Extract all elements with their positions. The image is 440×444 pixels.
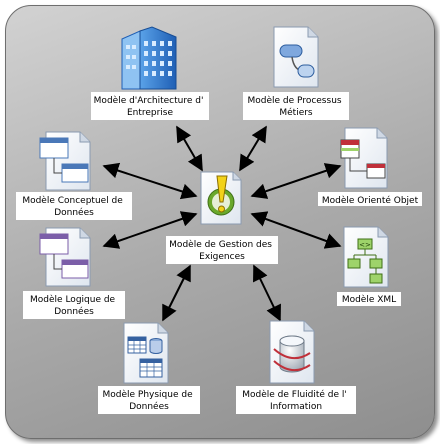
label-box xyxy=(337,292,401,306)
label-box xyxy=(166,236,278,264)
node-label: Modèle Orienté Objet xyxy=(322,195,419,206)
label-box xyxy=(23,291,125,319)
label-box xyxy=(243,92,349,120)
node-label: Modèle de Gestion des Exigences xyxy=(169,239,275,262)
data-flow-cylinder-icon xyxy=(269,320,315,384)
label-box xyxy=(318,192,422,206)
node-label: Modèle de Fluidité de l' Information xyxy=(242,389,350,412)
connector-enterprise xyxy=(176,125,203,172)
label-box xyxy=(91,92,209,120)
svg-text:<>: <> xyxy=(359,241,371,249)
xml-model-node[interactable]: <> Modèle XML xyxy=(337,226,401,306)
node-label: Modèle Physique de Données xyxy=(102,389,195,412)
requirements-model-node[interactable]: Modèle de Gestion des Exigences xyxy=(166,171,278,264)
object-oriented-model-node[interactable]: Modèle Orienté Objet xyxy=(318,127,422,206)
node-label: Modèle d'Architecture d' Entreprise xyxy=(94,95,207,118)
connectors xyxy=(102,125,342,322)
node-label: Modèle Logique de Données xyxy=(30,294,118,317)
enterprise-architecture-model-node[interactable]: Modèle d'Architecture d' Entreprise xyxy=(91,26,209,120)
node-label: Modèle de Processus Métiers xyxy=(248,95,345,118)
business-process-model-node[interactable]: Modèle de Processus Métiers xyxy=(243,26,349,120)
connector-logical xyxy=(102,211,198,249)
logical-data-model-node[interactable]: Modèle Logique de Données xyxy=(23,227,125,319)
connector-information xyxy=(253,264,281,322)
requirements-warning-icon xyxy=(200,171,242,225)
physical-data-model-node[interactable]: Modèle Physique de Données xyxy=(98,322,200,414)
process-flow-icon xyxy=(273,26,319,88)
connector-object xyxy=(250,163,342,199)
xml-tree-icon: <> xyxy=(343,226,389,288)
connector-physical xyxy=(162,264,191,322)
connector-xml xyxy=(250,211,342,249)
database-table-icon xyxy=(123,322,169,384)
label-box xyxy=(16,192,132,220)
logical-entities-icon xyxy=(39,227,91,287)
label-box xyxy=(98,386,200,414)
conceptual-data-model-node[interactable]: Modèle Conceptuel de Données xyxy=(16,131,132,220)
label-box xyxy=(236,386,356,414)
entity-diagram-icon xyxy=(39,131,91,191)
information-flow-model-node[interactable]: Modèle de Fluidité de l' Information xyxy=(236,320,356,414)
node-label: Modèle XML xyxy=(342,294,396,305)
class-diagram-icon xyxy=(340,127,388,189)
connector-process xyxy=(239,125,267,172)
connector-conceptual xyxy=(102,162,198,200)
building-icon xyxy=(121,26,177,90)
node-label: Modèle Conceptuel de Données xyxy=(22,195,125,218)
